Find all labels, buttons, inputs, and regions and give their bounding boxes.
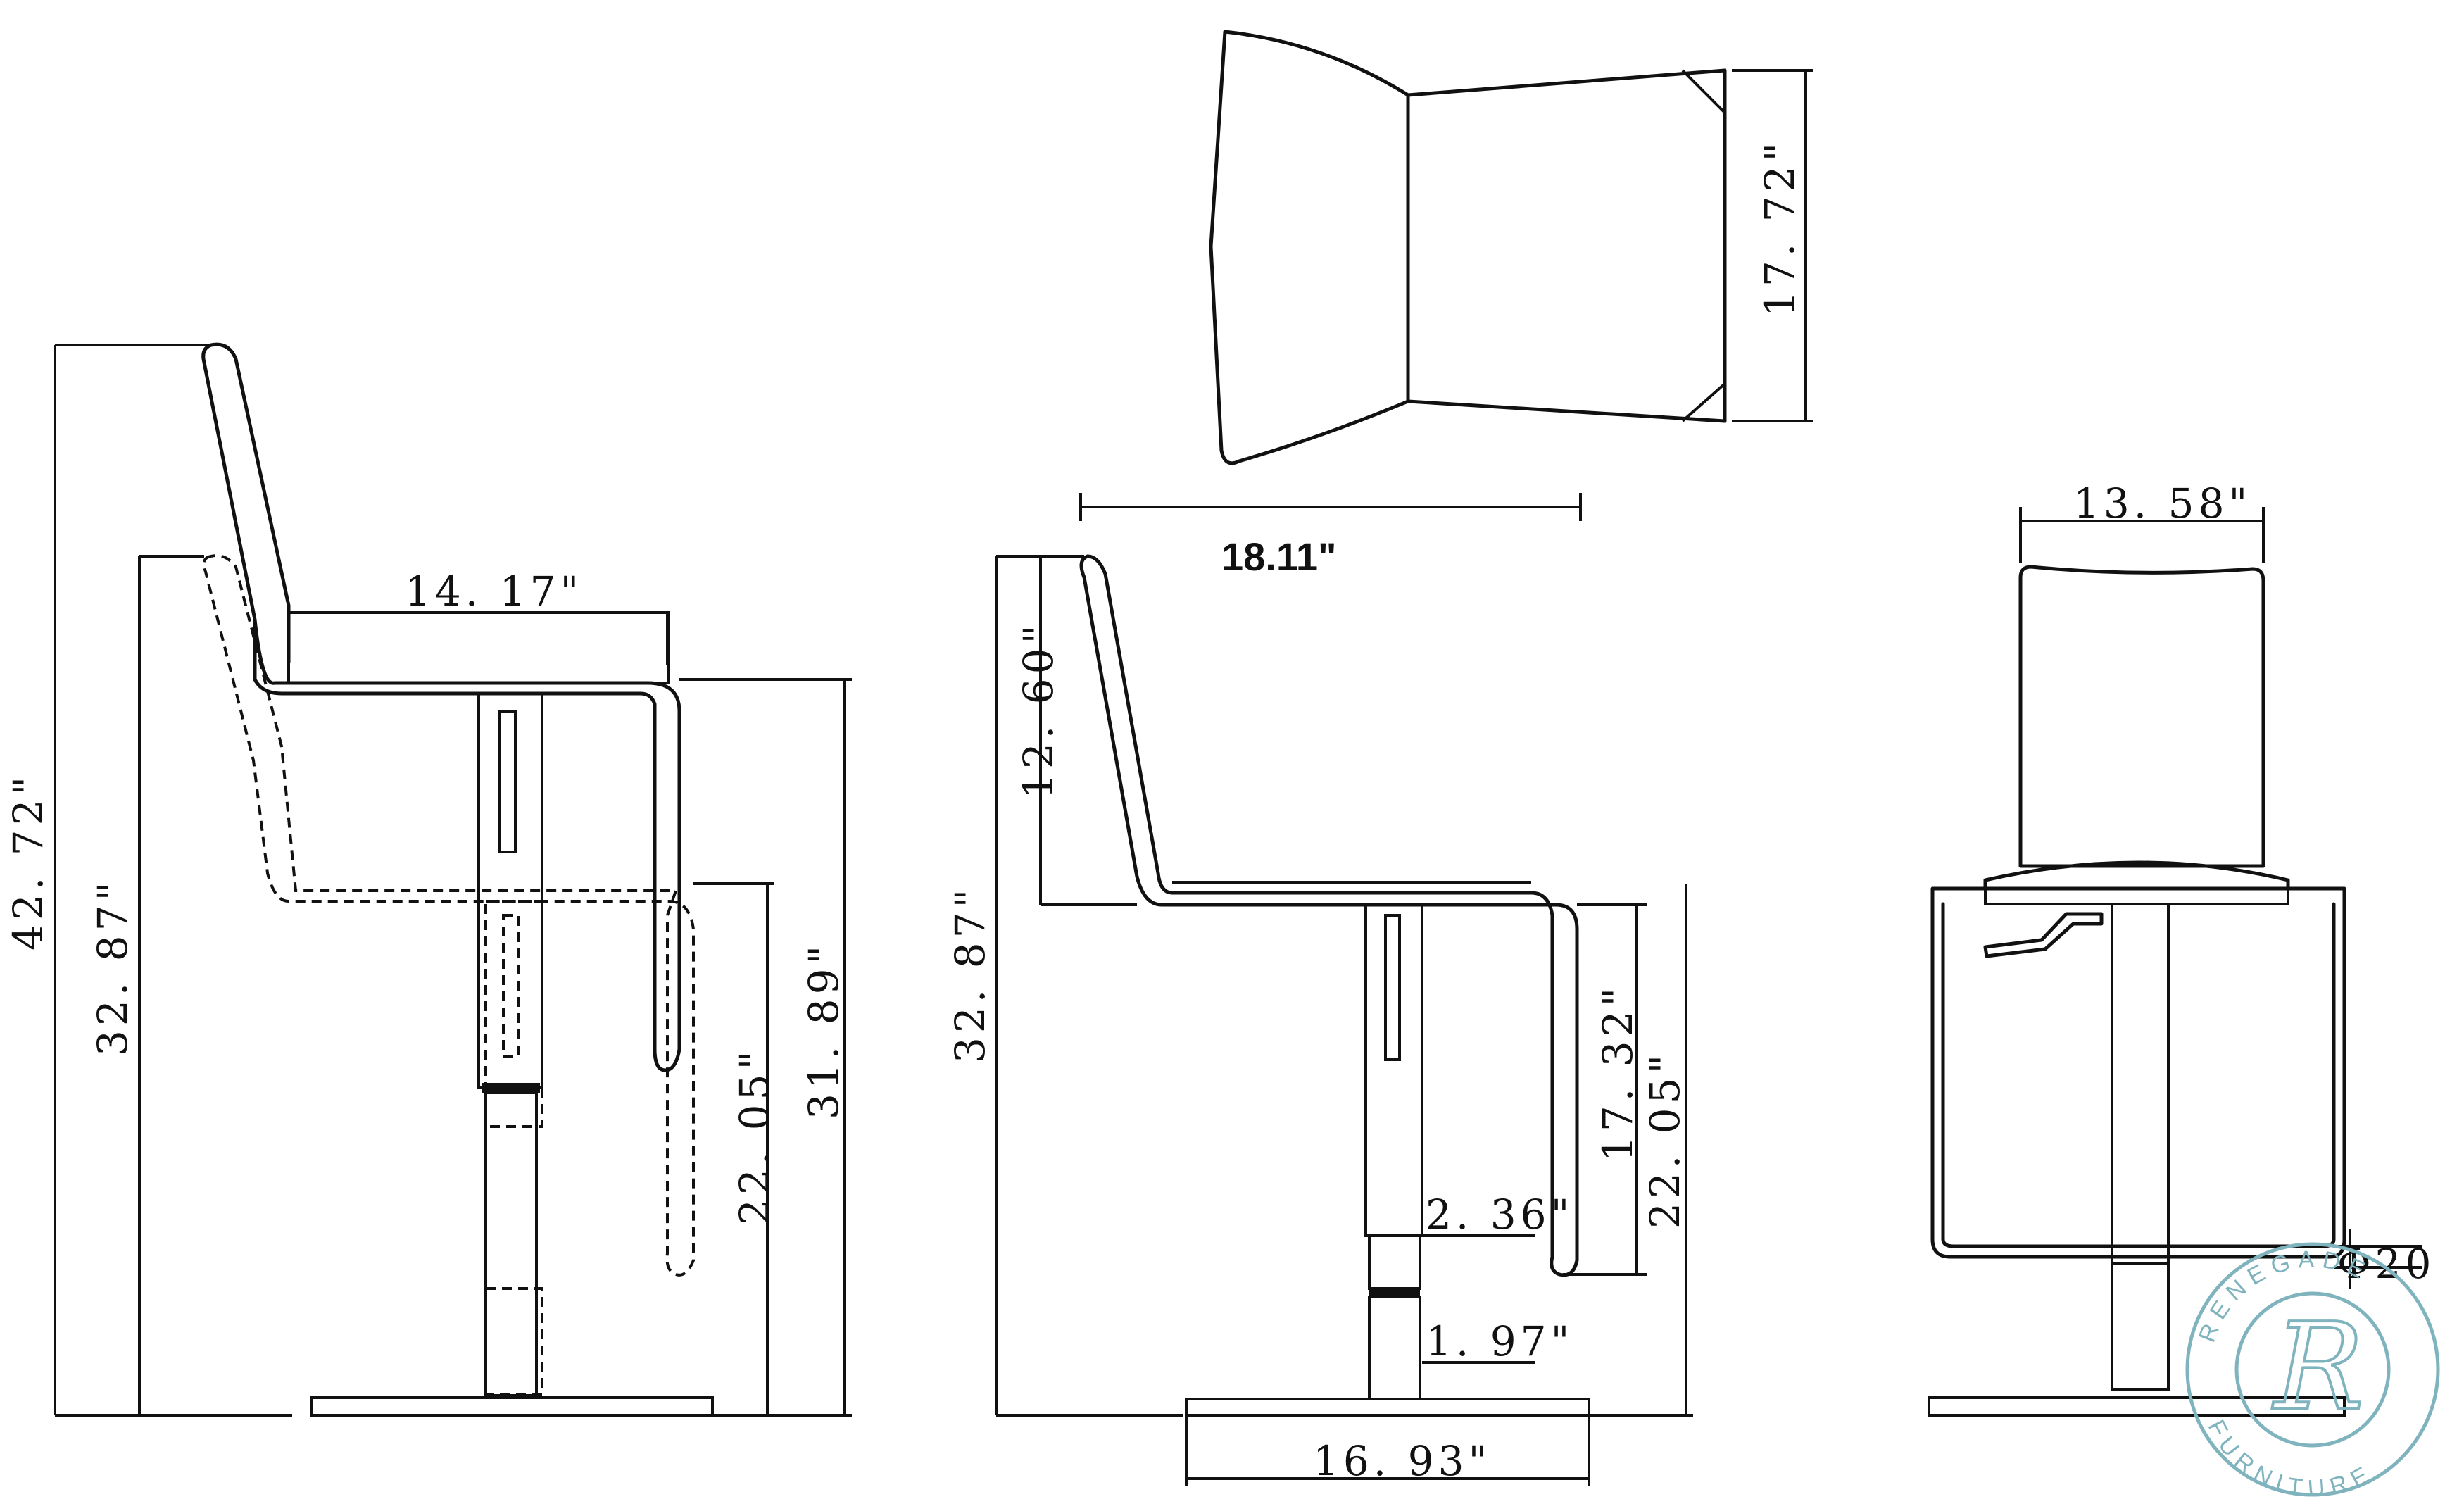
side-seat-depth-box	[287, 611, 670, 684]
front-footrest-frame	[1930, 886, 2346, 1259]
front-view: 13. 58" Φ20	[1928, 479, 2435, 1417]
front-backrest	[2018, 565, 2265, 868]
logo-monogram: R	[2272, 1298, 2364, 1437]
top-view: 17. 72" 18.11"	[1079, 30, 1813, 579]
mid-column-ring	[1369, 1289, 1420, 1297]
dim-front-tube: Φ20	[2337, 1240, 2435, 1288]
side-column-slot	[498, 710, 517, 853]
dim-seat-height-low: 32. 87"	[89, 878, 137, 1056]
front-footrest-inner	[1941, 902, 2336, 1248]
side-view: 42. 72" 32. 87" 14. 17" 22. 05" 31. 89"	[4, 342, 852, 1417]
side-column-lowered-base	[484, 1287, 543, 1396]
dim-seat-depth: 14. 17"	[405, 568, 583, 615]
logo-inner-ring	[2234, 1291, 2391, 1448]
side-column-lowered	[484, 900, 543, 1128]
front-column-lower	[2111, 1262, 2170, 1391]
dim-mid-footrest-low: 17. 32"	[1594, 984, 1642, 1162]
dim-mid-base-width: 16. 93"	[1313, 1437, 1491, 1485]
side-slot-lowered	[502, 914, 520, 1058]
side-gas-column-lower	[484, 1091, 538, 1397]
mid-column-slot	[1384, 914, 1401, 1061]
side-chair-lowered-outline	[202, 554, 695, 1277]
top-seat-corners	[1681, 69, 1726, 422]
side-chair-backrest	[201, 342, 681, 1072]
front-base-plate	[1928, 1396, 2346, 1417]
dim-front-seat-width: 13. 58"	[2073, 479, 2251, 527]
logo-outer-ring	[2185, 1242, 2440, 1497]
side-column-ring	[482, 1083, 540, 1093]
dim-top-width: 18.11"	[1221, 534, 1337, 579]
dim-mid-footrest-high: 22. 05"	[1641, 1051, 1689, 1229]
dim-mid-column-b: 1. 97"	[1426, 1317, 1573, 1365]
dim-top-depth: 17. 72"	[1756, 139, 1804, 317]
mid-base-plate	[1185, 1398, 1590, 1417]
top-seat-outline	[1209, 30, 1727, 465]
middle-side-view: 32. 87" 12. 60" 2. 36" 1. 97" 17. 32" 22…	[946, 554, 1693, 1486]
front-seat-base	[1984, 887, 2289, 905]
dim-mid-seat-height: 32. 87"	[946, 885, 994, 1063]
front-gas-column	[2111, 903, 2170, 1265]
mid-gas-column-lower	[1368, 1296, 1421, 1400]
dim-footrest-height: 22. 05"	[731, 1047, 779, 1225]
mid-gas-column-upper	[1364, 903, 1423, 1237]
dim-mid-back-height: 12. 60"	[1014, 621, 1062, 799]
front-lever	[1983, 912, 2104, 958]
mid-chair-frame	[1079, 554, 1579, 1277]
dim-total-height: 42. 72"	[4, 772, 52, 951]
mid-column-cover	[1368, 1234, 1421, 1290]
dim-seat-height-high: 31. 89"	[800, 941, 848, 1120]
dim-mid-column-a: 2. 36"	[1426, 1191, 1573, 1239]
side-base-plate	[310, 1396, 714, 1417]
front-seat	[1983, 860, 2290, 891]
